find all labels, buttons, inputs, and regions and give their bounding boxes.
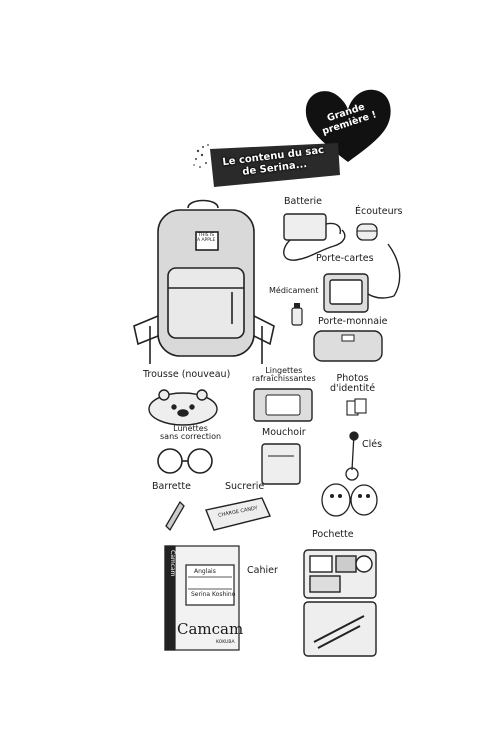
label-trousse: Trousse (nouveau) — [143, 369, 231, 380]
notebook-owner: Serina Koshino — [191, 591, 236, 598]
label-cles: Clés — [362, 439, 383, 450]
label-ecouteurs: Écouteurs — [355, 206, 403, 217]
id-photos-icon — [346, 398, 367, 416]
pouch-icon — [303, 549, 377, 657]
notebook-icon — [164, 545, 240, 651]
label-lingettes: Lingettes rafraîchissantes — [252, 366, 316, 384]
label-lunettes: Lunettes sans correction — [160, 424, 222, 442]
backpack-icon — [133, 199, 275, 364]
label-porte-monnaie: Porte-monnaie — [318, 316, 388, 327]
bear-pencil-case-icon — [148, 389, 218, 426]
label-cahier: Cahier — [247, 565, 278, 576]
label-photos-line-2: d'identité — [330, 382, 376, 394]
notebook-maker: KOKUBA — [216, 640, 235, 645]
hair-clip-icon — [165, 500, 185, 532]
candy-box-icon — [205, 497, 271, 531]
wet-wipes-icon — [253, 388, 313, 422]
label-photos: Photos d'identité — [330, 374, 375, 394]
label-porte-cartes: Porte-cartes — [316, 253, 374, 264]
card-holder-icon — [323, 243, 401, 313]
label-lunettes-line-1: Lunettes — [173, 424, 208, 433]
label-mouchoir: Mouchoir — [262, 427, 306, 438]
wallet-icon — [313, 330, 383, 362]
backpack-tag-line-2: A APPLE — [197, 237, 216, 243]
label-lingettes-line-2: rafraîchissantes — [252, 374, 316, 384]
medicine-bottle-icon — [291, 303, 303, 326]
label-photos-line-1: Photos — [336, 373, 369, 384]
earbuds-icon — [356, 223, 378, 241]
backpack-tag-line-1: THIS IS — [198, 233, 215, 238]
notebook-brand: Camcam — [177, 620, 244, 638]
label-pochette: Pochette — [312, 529, 354, 540]
keys-keychain-icon — [321, 431, 378, 517]
label-lunettes-line-2: sans correction — [160, 432, 222, 442]
notebook-spine-text: Camcam — [169, 550, 176, 577]
tissue-pack-icon — [261, 443, 301, 485]
label-barrette: Barrette — [152, 481, 191, 492]
title-band-icon — [193, 143, 340, 187]
label-lingettes-line-1: Lingettes — [265, 366, 303, 375]
label-batterie: Batterie — [284, 196, 323, 207]
battery-icon — [283, 213, 346, 261]
backpack-tag: THIS IS A APPLE — [197, 233, 216, 243]
notebook-subject: Anglais — [194, 568, 216, 575]
glasses-icon — [157, 448, 213, 474]
label-medicament: Médicament — [269, 286, 319, 295]
label-sucrerie: Sucrerie — [225, 481, 265, 492]
